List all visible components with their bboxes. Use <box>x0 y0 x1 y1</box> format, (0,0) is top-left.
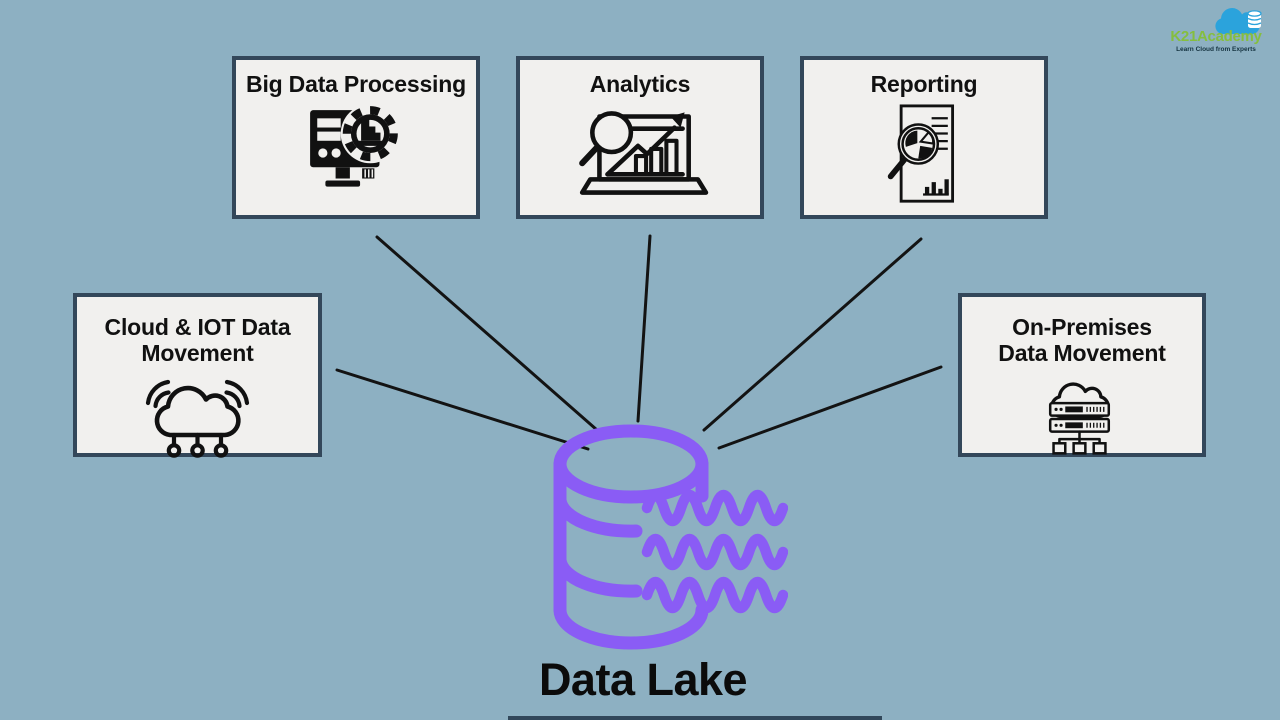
node-title: Big Data Processing <box>246 71 466 97</box>
node-title: Cloud & IOT Data Movement <box>104 314 291 366</box>
node-big-data-processing: Big Data Processing <box>232 56 480 219</box>
brand-tagline: Learn Cloud from Experts <box>1176 46 1256 53</box>
node-title: Analytics <box>589 71 691 97</box>
bottom-bar <box>508 716 882 720</box>
brand-logo: K21Academy Learn Cloud from Experts <box>1164 4 1272 56</box>
connector-big-data-processing <box>375 235 599 432</box>
node-cloud-iot-data-movement: Cloud & IOT Data Movement <box>73 293 322 458</box>
cloud-database-logo-icon <box>1215 8 1262 34</box>
node-analytics: Analytics <box>516 56 764 219</box>
laptop-magnifier-growth-icon <box>569 104 711 206</box>
report-magnifier-pie-icon <box>878 104 970 210</box>
node-on-premises-data-movement: On-Premises Data Movement <box>958 293 1206 457</box>
data-lake-cylinder-waves-icon <box>498 420 789 665</box>
node-title: Reporting <box>870 71 978 97</box>
iot-cloud-signal-icon <box>141 373 255 464</box>
brand-name: K21Academy <box>1170 28 1262 45</box>
cloud-server-network-icon <box>1029 373 1135 460</box>
node-title: On-Premises Data Movement <box>998 314 1166 366</box>
connector-reporting <box>702 237 923 432</box>
monitor-gear-chart-icon <box>305 103 407 205</box>
node-reporting: Reporting <box>800 56 1048 219</box>
connector-analytics <box>636 234 652 423</box>
data-lake-label: Data Lake <box>538 654 748 705</box>
